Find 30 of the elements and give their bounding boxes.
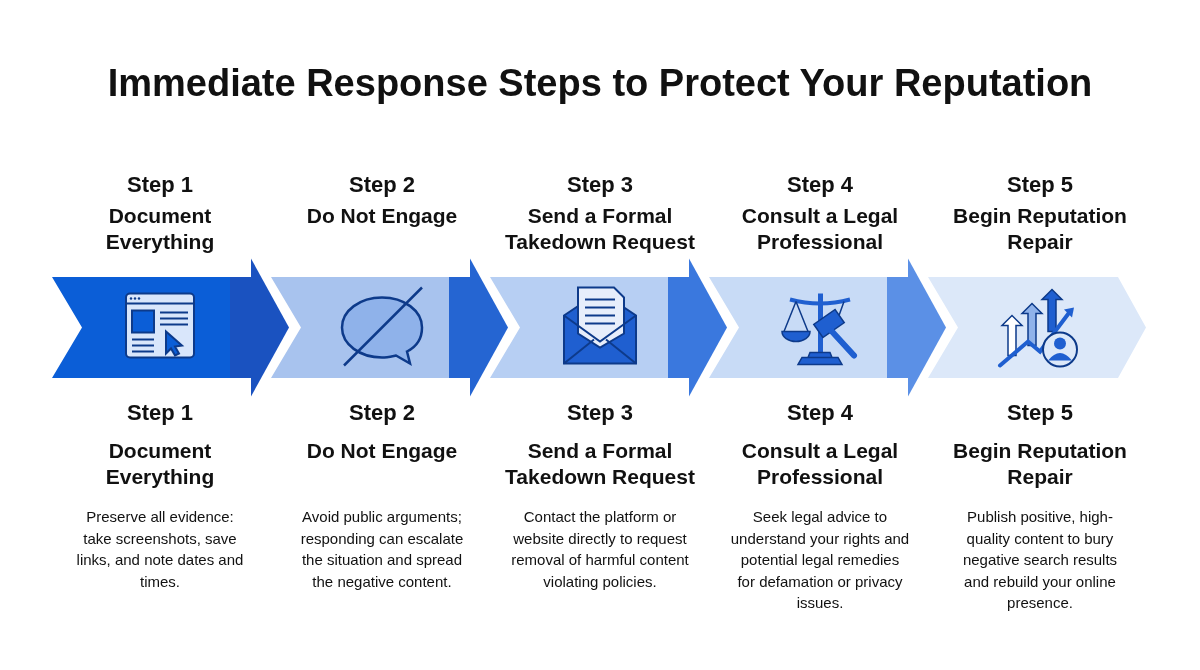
step-description: Contact the platform or website directly to request removal of harmful content violating policies. [510, 507, 690, 592]
step-number: Step 1 [126, 172, 194, 198]
step-title: Begin Reputation Repair [952, 438, 1128, 490]
step-number: Step 3 [566, 400, 634, 426]
step-description: Avoid public arguments; responding can escalate the situation and spread the negative content. [299, 507, 465, 592]
step-number: Step 4 [786, 400, 854, 426]
step-title: Consult a Legal Professional [740, 438, 900, 490]
step-title: Document Everything [104, 438, 216, 490]
step-title: Do Not Engage [305, 438, 459, 464]
step-number: Step 2 [348, 172, 416, 198]
step-title: Send a Formal Takedown Request [504, 438, 696, 490]
title: Immediate Response Steps to Protect Your Reputation [106, 62, 1094, 105]
step-title: Begin Reputation Repair [952, 203, 1128, 255]
step-number: Step 2 [348, 400, 416, 426]
step-title: Send a Formal Takedown Request [504, 203, 696, 255]
step-title: Document Everything [104, 203, 216, 255]
step-title: Consult a Legal Professional [740, 203, 900, 255]
step-number: Step 4 [786, 172, 854, 198]
step-number: Step 3 [566, 172, 634, 198]
step-number: Step 5 [1006, 400, 1074, 426]
arrow [230, 258, 289, 397]
step-number: Step 5 [1006, 172, 1074, 198]
arrow [449, 258, 508, 397]
arrow [668, 258, 727, 397]
step-description: Preserve all evidence: take screenshots, save links, and note dates and times. [75, 507, 245, 592]
step-title: Do Not Engage [305, 203, 459, 229]
step-number: Step 1 [126, 400, 194, 426]
step-description: Seek legal advice to understand your rights and potential legal remedies for defamation or privacy issues. [730, 507, 910, 613]
step-description: Publish positive, high-quality content to bury negative search results and rebuild your online presence. [961, 507, 1119, 613]
arrow [887, 258, 946, 397]
